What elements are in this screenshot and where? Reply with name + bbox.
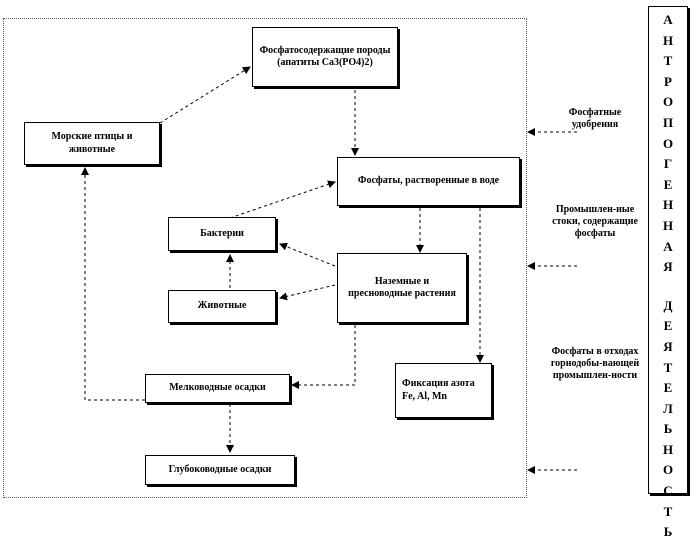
- node-marine-birds-animals: Морские птицы и животные: [24, 122, 160, 165]
- arrow-marine-to-rocks: [159, 66, 251, 124]
- anthro-letter: С: [663, 483, 673, 499]
- anthro-letter: Я: [663, 259, 673, 275]
- label-mining-waste: Фосфаты в отходах горнодобы-вающей промы…: [550, 346, 640, 381]
- anthro-letter: О: [662, 135, 674, 151]
- anthro-letter: Г: [663, 156, 673, 172]
- node-deep-sediments: Глубоководные осадки: [145, 455, 295, 485]
- anthro-letter: Ь: [663, 524, 673, 540]
- flow-arrows: [81, 66, 577, 474]
- anthro-letter: Я: [663, 338, 673, 354]
- anthro-letter: Т: [663, 359, 673, 375]
- system-boundary: [3, 18, 527, 498]
- label-industrial-wastewater: Промышлен-ные стоки, содержащие фосфаты: [552, 204, 638, 239]
- node-dissolved-phosphates: Фосфаты, растворенные в воде: [337, 157, 520, 206]
- anthro-letter: Р: [664, 73, 672, 89]
- anthro-letter: Н: [662, 32, 674, 48]
- anthro-letter: Н: [662, 217, 674, 233]
- anthro-letter: Н: [662, 441, 674, 457]
- anthro-letter: Т: [663, 53, 673, 69]
- anthro-letter: Е: [663, 380, 673, 396]
- arrow-plants-to-animals: [279, 284, 336, 301]
- anthro-letter: О: [662, 462, 674, 478]
- node-phosphate-rocks: Фосфатосодержащие породы (апатиты Ca3(PO…: [252, 27, 398, 87]
- anthro-letter: А: [663, 238, 673, 254]
- anthro-letter: Е: [663, 318, 673, 334]
- arrow-shallow-to-marine: [81, 167, 145, 401]
- anthro-letter: Е: [663, 176, 673, 192]
- anthro-letter: Н: [662, 197, 674, 213]
- node-bacteria: Бактерии: [168, 217, 276, 251]
- anthro-letter: О: [662, 94, 674, 110]
- node-land-freshwater-plants: Наземные и пресноводные растения: [337, 253, 467, 323]
- label-phosphate-fertilizers: Фосфатные удобрения: [568, 107, 622, 130]
- anthro-letter: П: [662, 114, 674, 130]
- node-animals: Животные: [168, 290, 276, 323]
- anthro-letter: А: [663, 12, 673, 27]
- node-shallow-sediments: Мелководные осадки: [145, 374, 290, 403]
- anthro-letter: Л: [663, 400, 673, 416]
- arrow-bacteria-to-dissolved: [229, 180, 336, 219]
- anthro-letter: Д: [663, 297, 673, 313]
- arrow-plants-to-bacteria: [279, 242, 336, 267]
- arrow-plants-to-shallow: [291, 325, 356, 389]
- anthro-letter: Т: [663, 503, 673, 519]
- anthro-letter: Ь: [663, 421, 673, 437]
- node-nitrogen-fixation: Фиксация азота Fe, Al, Mn: [395, 363, 492, 418]
